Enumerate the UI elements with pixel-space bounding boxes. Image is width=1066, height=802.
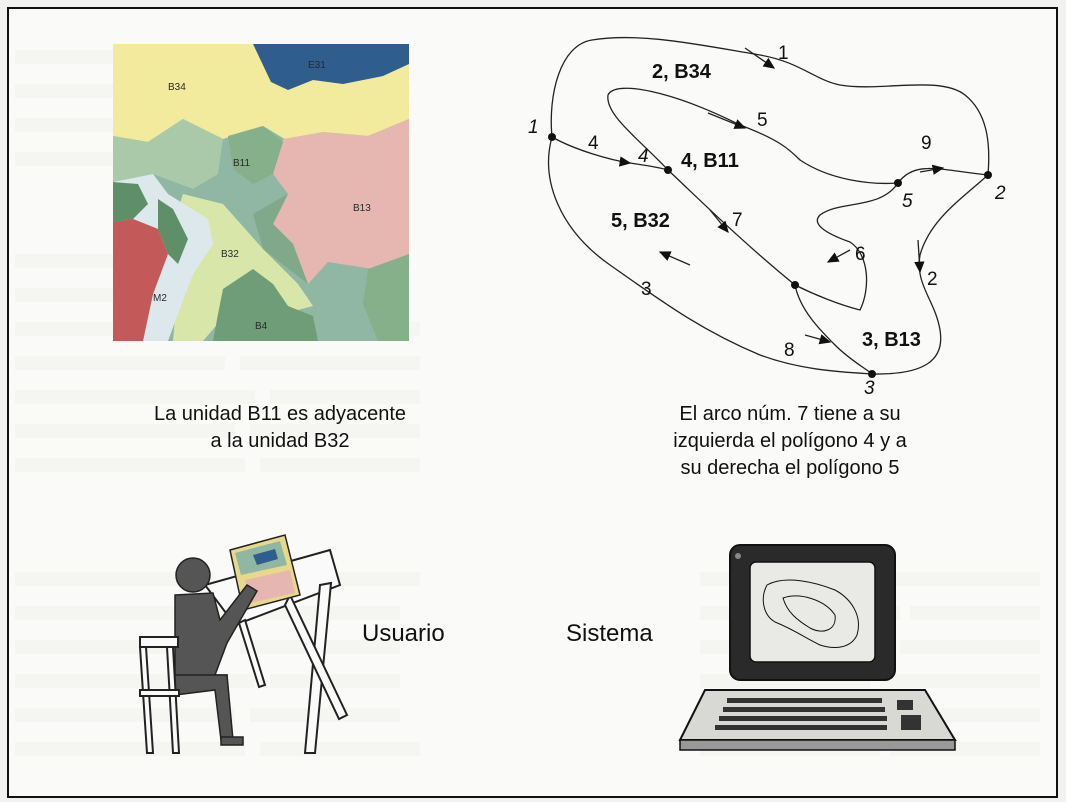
arc-3 [548, 136, 873, 375]
map-caption-line-2: a la unidad B32 [210, 430, 350, 452]
map-region-red [113, 219, 168, 341]
arc-9 [897, 167, 989, 184]
arc-3-arrow [658, 251, 691, 266]
map-unit-labels: E31 B34 B11 B13 B32 M2 B4 [153, 60, 371, 332]
map-region-green-upper [228, 126, 283, 184]
map-label-b34: B34 [168, 82, 186, 93]
topology-caption: El arco núm. 7 tiene a su izquierda el p… [600, 401, 980, 482]
arc-4 [551, 136, 669, 171]
node-2 [984, 171, 992, 179]
map-region-b13 [273, 119, 409, 284]
node-4 [664, 166, 672, 174]
node-label-5: 5 [902, 191, 913, 212]
system-label: Sistema [566, 620, 653, 647]
arc-2-arrow [914, 239, 925, 274]
arc-label-6: 6 [855, 244, 866, 265]
arc-6-arrow [826, 249, 851, 263]
screen-map-outline [762, 579, 859, 648]
map-label-e31: E31 [308, 60, 326, 71]
arc-6 [794, 182, 899, 311]
map-label-m2: M2 [153, 293, 167, 304]
map-region-m2 [113, 174, 213, 341]
topology-caption-line-1: El arco núm. 7 tiene a su [679, 403, 901, 425]
arc-label-4: 4 [588, 133, 599, 154]
topology-diagram: 2, B34 4, B11 5, B32 3, B13 1 4 5 2 3 1 … [528, 36, 1006, 399]
arc-5-arrow [707, 112, 747, 129]
polygon-label-3-b13: 3, B13 [862, 329, 921, 351]
polygon-labels: 2, B34 4, B11 5, B32 3, B13 [611, 61, 921, 351]
map-caption: La unidad B11 es adyacente a la unidad B… [95, 401, 465, 455]
map-region-green-b11 [253, 194, 308, 284]
arc-label-9: 9 [921, 133, 932, 154]
arc-5-inner [607, 87, 899, 185]
topology-caption-line-2: izquierda el polígono 4 y a [673, 430, 907, 452]
map-label-b32: B32 [221, 249, 239, 260]
user-silhouette [174, 557, 259, 746]
map-region-green-right [363, 254, 409, 341]
map-region-green-left [113, 119, 223, 189]
node-6 [791, 281, 799, 289]
user-label: Usuario [362, 620, 445, 647]
node-5 [894, 179, 902, 187]
arc-label-8: 8 [784, 340, 795, 361]
polygon-label-5-b32: 5, B32 [611, 210, 670, 232]
node-labels: 1 4 5 2 3 [528, 117, 1006, 399]
arc-7-arrow [709, 209, 729, 234]
node-label-1: 1 [528, 117, 539, 138]
map-label-b11: B11 [233, 158, 250, 169]
computer-monitor [729, 544, 896, 681]
arc-8-arrow [804, 334, 832, 345]
map-caption-line-1: La unidad B11 es adyacente [153, 403, 407, 425]
arc-9-arrow [919, 164, 945, 175]
polygon-label-4-b11: 4, B11 [681, 150, 739, 172]
arc-label-3: 3 [641, 279, 652, 300]
arc-labels: 1 5 4 9 7 6 2 3 8 [588, 43, 938, 361]
user-chair [138, 636, 181, 754]
node-label-2: 2 [994, 183, 1006, 204]
map-region-green-dark [113, 182, 188, 264]
map-region-b4 [213, 269, 318, 341]
computer-keyboard [678, 689, 957, 751]
arc-1-outer [550, 36, 990, 176]
arc-label-2: 2 [927, 269, 938, 290]
arc-label-7: 7 [732, 210, 743, 231]
map-label-b13: B13 [353, 203, 371, 214]
node-3 [868, 370, 876, 378]
user-drafting-illustration [138, 534, 349, 754]
map-label-b4: B4 [255, 321, 268, 332]
polygon-label-2-b34: 2, B34 [652, 61, 712, 83]
soil-map: E31 B34 B11 B13 B32 M2 B4 [113, 44, 409, 341]
arc-2 [871, 174, 989, 375]
map-region-e31 [253, 44, 409, 90]
node-1 [548, 133, 556, 141]
computer-illustration [678, 544, 957, 751]
node-label-3: 3 [864, 378, 875, 399]
arc-1-arrow [744, 47, 776, 69]
arc-label-5: 5 [757, 110, 768, 131]
node-label-4: 4 [638, 146, 649, 167]
arc-label-1: 1 [778, 43, 789, 64]
arc-8 [794, 284, 873, 375]
topology-caption-line-3: su derecha el polígono 5 [680, 457, 900, 479]
